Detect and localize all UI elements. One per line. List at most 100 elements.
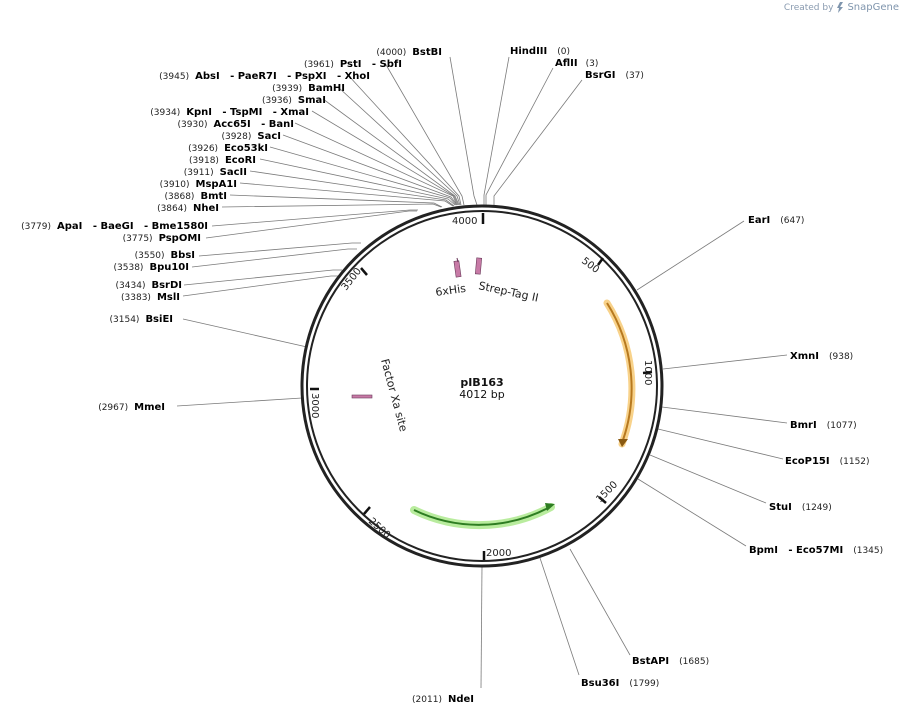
feature-arc-orange-core	[606, 302, 633, 441]
backbone-inner-ring	[306, 210, 658, 562]
leader-line	[636, 220, 745, 291]
site-xmni: XmnI(938)	[790, 351, 853, 362]
leader-line	[493, 79, 583, 206]
site-saci: (3928)SacI	[221, 131, 281, 142]
site-mmei: (2967)MmeI	[98, 402, 165, 413]
snapgene-logo-icon	[837, 2, 844, 13]
feature-6xhis-arrow	[456, 257, 459, 263]
site-bmri: BmrI(1077)	[790, 420, 857, 431]
plasmid-size: 4012 bp	[459, 388, 504, 401]
leader-line	[449, 56, 478, 206]
leader-line	[205, 210, 417, 239]
watermark-brand: SnapGene	[847, 2, 899, 13]
leader-line	[384, 62, 465, 206]
feature-label-factor-xa: Factor Xa site	[378, 357, 410, 433]
site-aflii: AflII(3)	[555, 58, 598, 69]
site-pspomi: (3775)PspOMI	[123, 233, 201, 244]
leader-line	[485, 67, 554, 205]
tick-label-500: 500	[579, 256, 601, 276]
leader-line	[211, 209, 418, 227]
site-ecori: (3918)EcoRI	[189, 155, 256, 166]
site-sacii: (3911)SacII	[184, 167, 247, 178]
leader-line	[649, 454, 767, 504]
tick-label-1500: 1500	[594, 479, 620, 505]
feature-strep-tag	[474, 257, 483, 275]
feature-label-6xhis: 6xHis	[435, 282, 467, 299]
leader-line	[182, 318, 308, 348]
tick-label-2000: 2000	[486, 548, 511, 559]
leader-line	[637, 478, 747, 547]
leader-line	[337, 86, 461, 206]
leader-line	[322, 98, 460, 206]
site-bsrgi: BsrGI(37)	[585, 70, 644, 81]
site-smai: (3936)SmaI	[262, 95, 326, 106]
site-ecop15i: EcoP15I(1152)	[785, 456, 870, 467]
leader-line	[539, 557, 580, 676]
feature-arrow-orange	[618, 439, 628, 447]
site-psti: (3961)PstI - SbfI	[304, 59, 402, 70]
feature-6xhis	[453, 260, 462, 278]
backbone-outer-ring	[300, 204, 664, 568]
leader-line	[191, 248, 357, 268]
site-bamhi: (3939)BamHI	[272, 83, 345, 94]
site-labels: HindIII(0) AflII(3) BsrGI(37) EarI(647) …	[21, 46, 883, 705]
tick-label-3000: 3000	[309, 393, 320, 418]
site-mspa1i: (3910)MspA1I	[160, 179, 237, 190]
site-nhei: (3864)NheI	[157, 203, 219, 214]
leader-line	[311, 110, 459, 206]
tick-label-1000: 1000	[642, 360, 653, 385]
tick-marks	[310, 213, 653, 560]
tick-mark	[598, 496, 607, 504]
leader-line	[239, 182, 454, 207]
leader-line	[221, 203, 442, 208]
leader-line	[183, 269, 342, 286]
leader-line	[259, 158, 456, 206]
leader-line	[282, 134, 458, 206]
site-eari: EarI(647)	[748, 215, 804, 226]
tick-mark	[596, 257, 605, 266]
site-hindiii: HindIII(0)	[510, 46, 570, 57]
site-bpu10i: (3538)Bpu10I	[114, 262, 189, 273]
site-bbsi: (3550)BbsI	[135, 250, 195, 261]
tick-label-4000: 4000	[452, 216, 477, 227]
site-bpmi: BpmI - Eco57MI(1345)	[749, 545, 883, 556]
site-stui: StuI(1249)	[769, 502, 832, 513]
tick-mark	[363, 506, 371, 515]
site-apai: (3779)ApaI - BaeGI - Bme1580I	[21, 221, 208, 232]
leader-line	[269, 146, 457, 206]
site-bstbi: (4000)BstBI	[376, 47, 442, 58]
site-bsu36i: Bsu36I(1799)	[581, 678, 659, 689]
tick-mark	[360, 267, 368, 276]
site-msli: (3383)MslI	[121, 292, 180, 303]
site-bsiei: (3154)BsiEI	[110, 314, 174, 325]
leader-line	[198, 242, 361, 257]
leader-line	[294, 122, 458, 206]
leader-line	[182, 275, 340, 297]
watermark-prefix: Created by	[783, 2, 834, 13]
site-bmti: (3868)BmtI	[165, 191, 227, 202]
snapgene-watermark: Created by SnapGene	[784, 2, 899, 13]
site-bsrdi: (3434)BsrDI	[116, 280, 182, 291]
leader-line	[347, 74, 462, 206]
site-kpni: (3934)KpnI - TspMI - XmaI	[150, 107, 309, 118]
leader-line	[249, 170, 455, 207]
site-absi: (3945)AbsI - PaeR7I - PspXI - XhoI	[159, 71, 370, 82]
feature-arrow-green	[545, 503, 555, 511]
site-acc65i: (3930)Acc65I - BanI	[178, 119, 294, 130]
plasmid-name: pIB163	[460, 376, 503, 389]
leader-line	[176, 397, 303, 407]
feature-factor-xa	[351, 394, 373, 399]
site-bstapi: BstAPI(1685)	[632, 656, 709, 667]
feature-arc-green-core	[413, 507, 549, 526]
leader-lines	[176, 56, 788, 689]
leader-line	[483, 56, 510, 205]
leader-line	[229, 194, 443, 208]
leader-line	[661, 406, 788, 424]
site-ndei: (2011)NdeI	[412, 694, 474, 705]
leader-line	[569, 548, 631, 656]
leader-line	[480, 565, 483, 689]
tick-mark	[642, 370, 653, 375]
leader-line	[662, 354, 788, 370]
leader-line	[657, 428, 784, 460]
